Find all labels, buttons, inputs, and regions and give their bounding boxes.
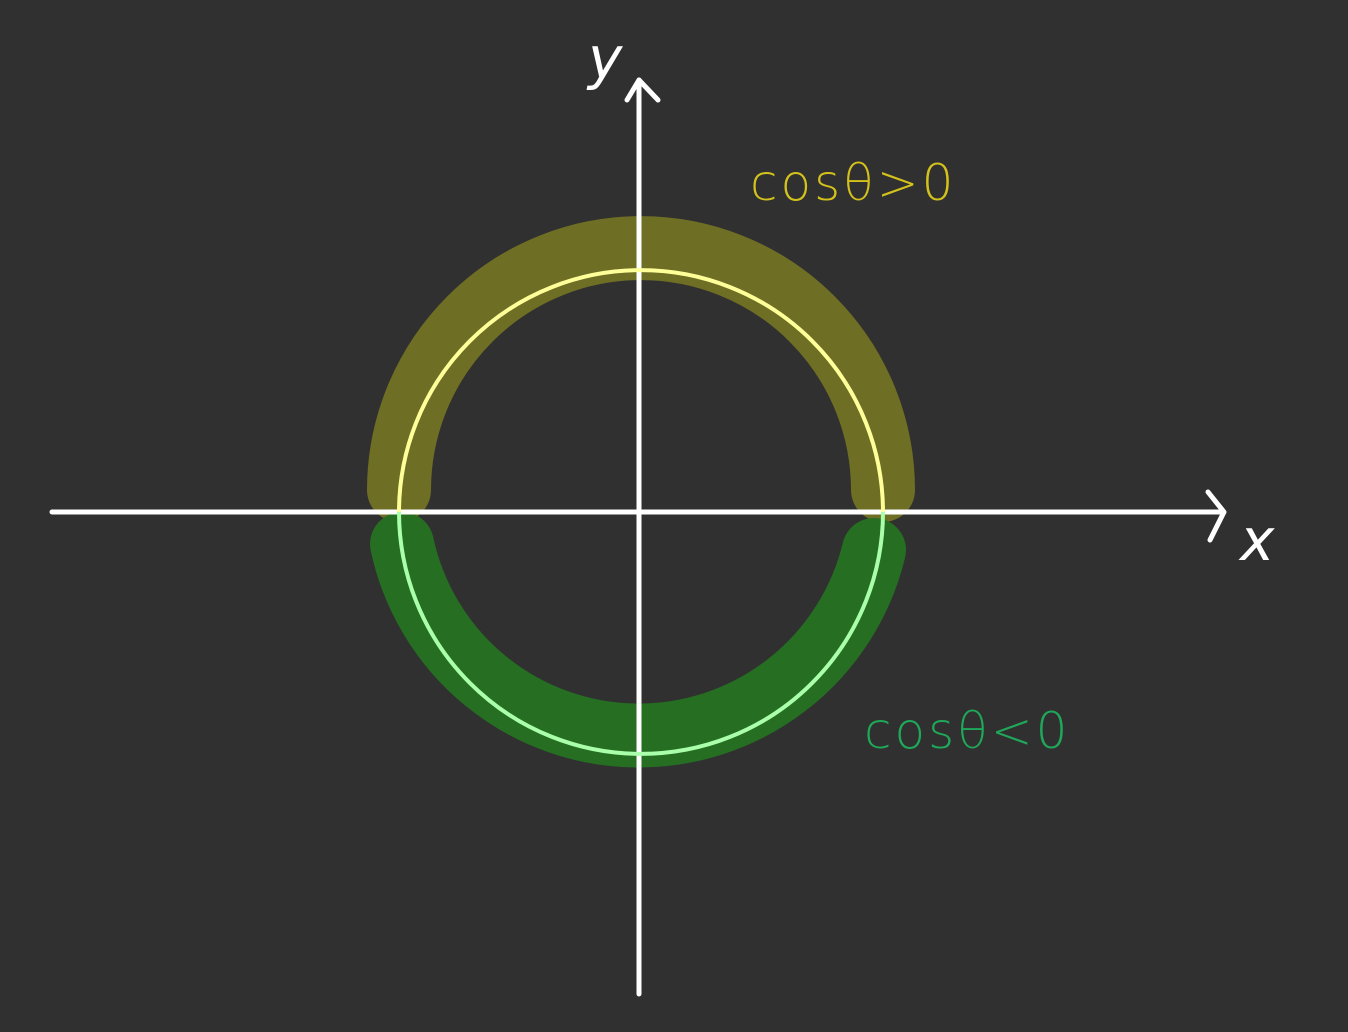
cos-positive-label: cosθ>0 xyxy=(750,154,956,212)
lower-circle-arc xyxy=(397,511,885,756)
x-axis-label: x xyxy=(1238,506,1275,574)
x-axis-arrowhead xyxy=(1205,489,1227,543)
y-axis-label: y xyxy=(586,24,623,92)
y-axis-arrowhead xyxy=(624,77,661,103)
cos-negative-label: cosθ<0 xyxy=(864,702,1070,760)
lower-semicircle-band xyxy=(370,512,906,768)
upper-circle-arc xyxy=(397,268,885,513)
